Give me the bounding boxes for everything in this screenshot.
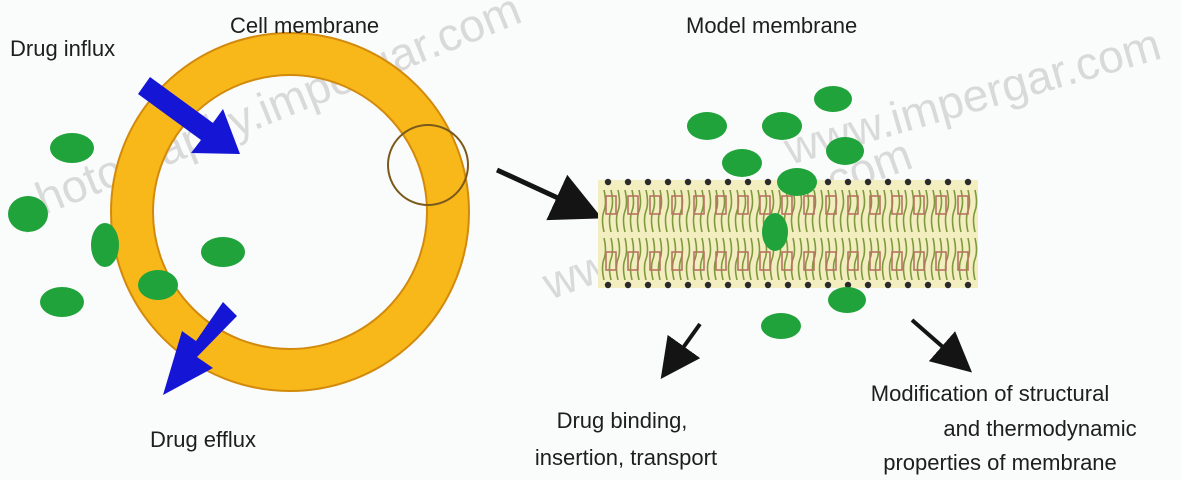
head-dot [885,282,891,288]
label-cell-membrane: Cell membrane [230,13,379,38]
head-dot [665,179,671,185]
head-dot [605,179,611,185]
head-dot [645,282,651,288]
head-dot [785,282,791,288]
head-dot [605,282,611,288]
head-dot [685,282,691,288]
head-dot [865,179,871,185]
lipid-bilayer [598,179,978,288]
label-drug-binding-2: insertion, transport [535,445,717,470]
zoom-arrow [497,170,584,210]
head-dot [965,179,971,185]
modification-arrow [912,320,960,362]
head-dot [725,179,731,185]
label-drug-influx: Drug influx [10,36,115,61]
head-dot [925,179,931,185]
head-dot [945,282,951,288]
head-dot [865,282,871,288]
head-dot [705,282,711,288]
head-dot [925,282,931,288]
label-modification-2: and thermodynamic [943,416,1136,441]
head-dot [745,282,751,288]
head-dot [825,179,831,185]
head-dot [625,179,631,185]
head-dot [705,179,711,185]
head-dot [885,179,891,185]
head-dot [665,282,671,288]
binding-arrow [670,324,700,366]
head-dot [905,282,911,288]
head-dot [625,282,631,288]
head-dot [945,179,951,185]
head-dot [845,179,851,185]
head-dot [805,282,811,288]
head-dot [905,179,911,185]
head-dot [765,179,771,185]
label-model-membrane: Model membrane [686,13,857,38]
head-dot [725,282,731,288]
label-modification-3: properties of membrane [883,450,1117,475]
head-dot [965,282,971,288]
head-dot [745,179,751,185]
head-dot [645,179,651,185]
label-drug-efflux: Drug efflux [150,427,256,452]
label-modification-1: Modification of structural [871,381,1109,406]
head-dot [825,282,831,288]
label-drug-binding-1: Drug binding, [557,408,688,433]
head-dot [765,282,771,288]
head-dot [685,179,691,185]
